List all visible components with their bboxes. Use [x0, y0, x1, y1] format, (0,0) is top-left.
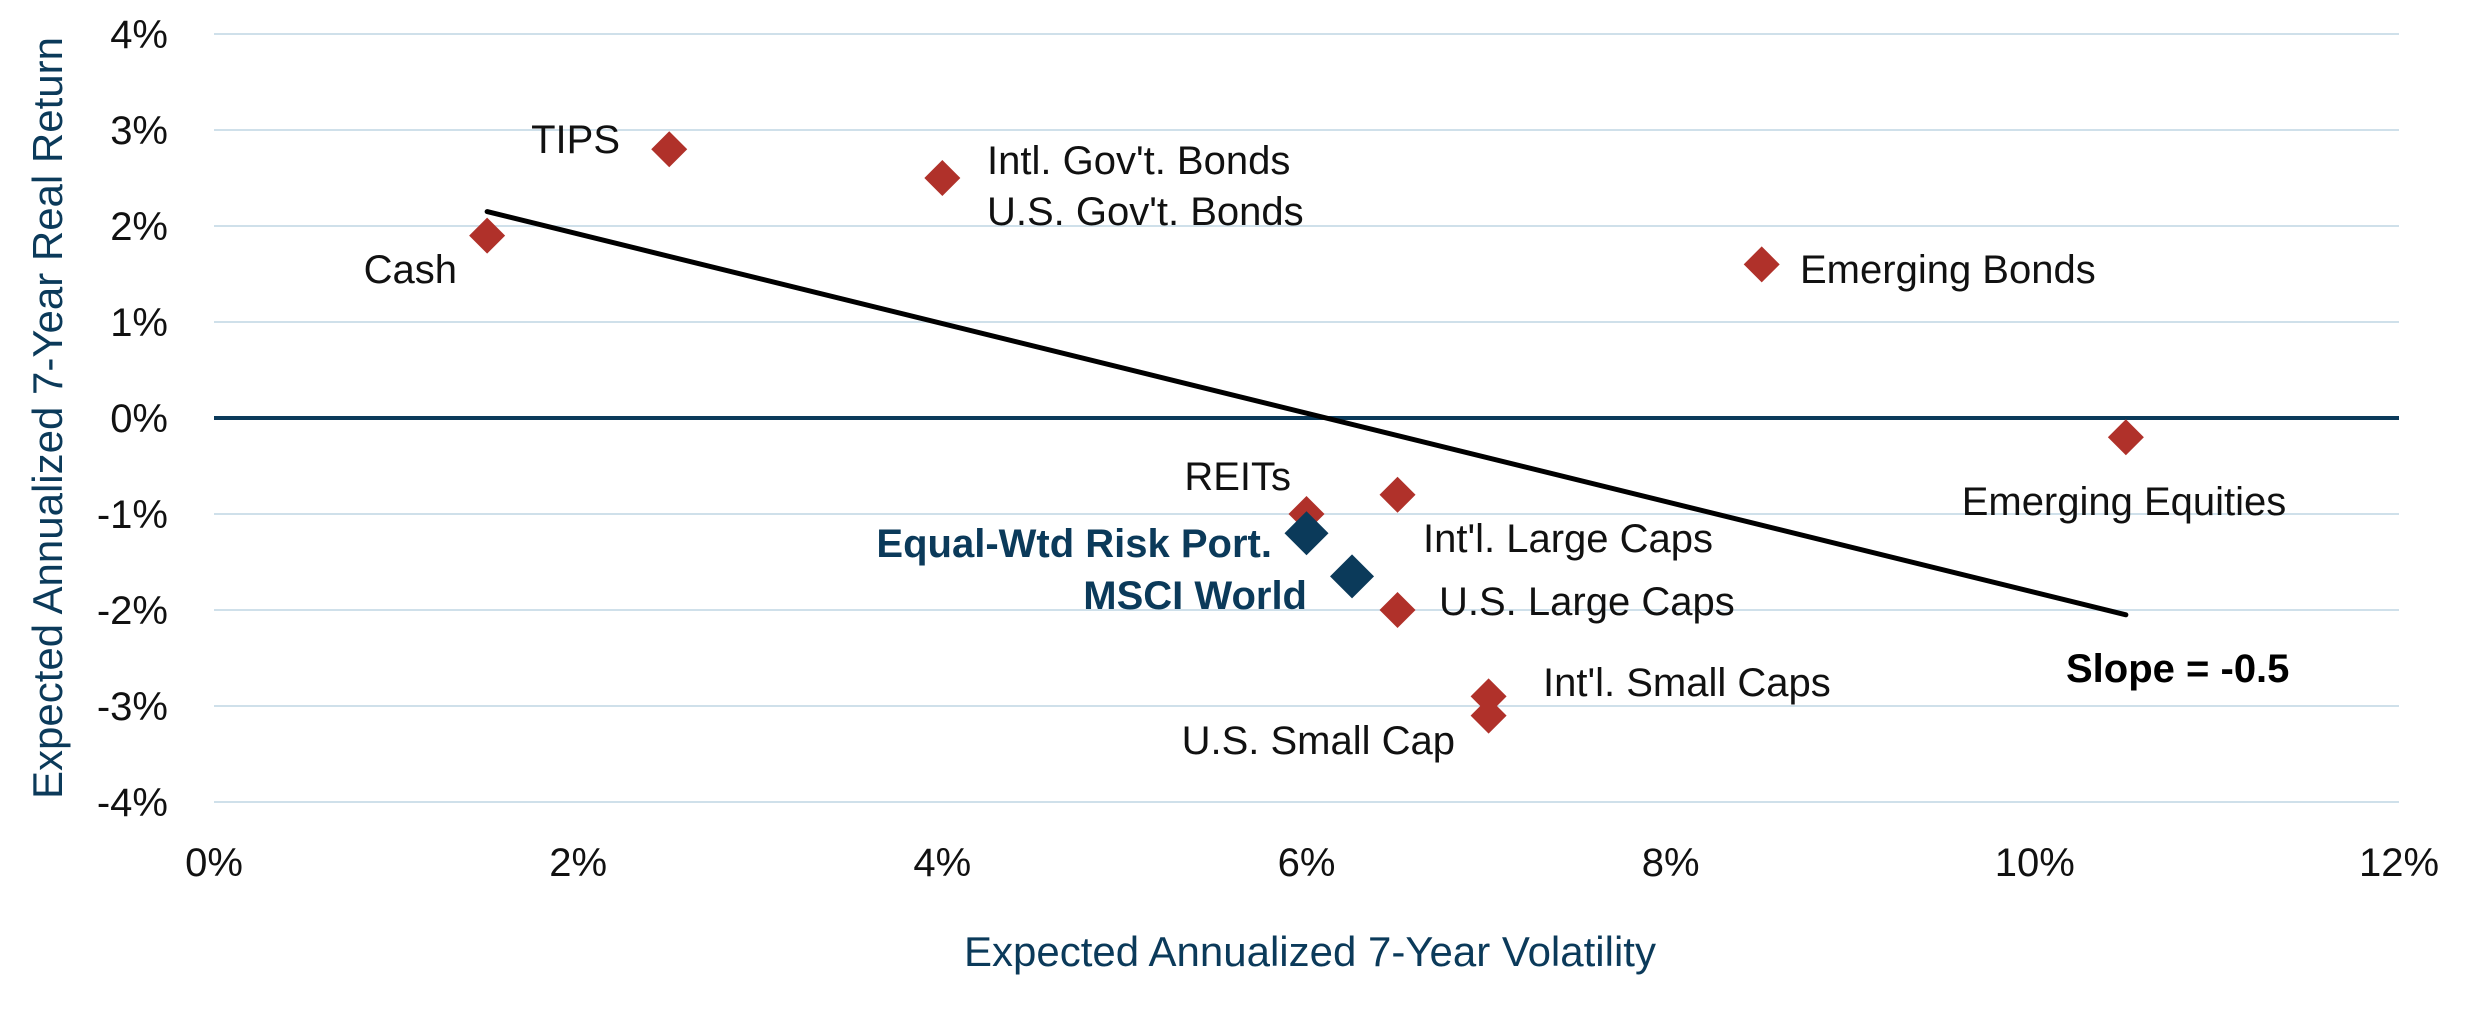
data-point-u-s-large-caps — [1379, 592, 1416, 628]
data-point-intl-gov-t-bonds-u-s-gov-t-bonds — [924, 160, 961, 196]
data-point-emerging-equities — [2107, 419, 2144, 456]
data-point-equal-wtd-risk-port — [1284, 511, 1329, 556]
y-tick-label: -1% — [97, 493, 168, 537]
label-emerging-equities: Emerging Equities — [1962, 480, 2287, 524]
label-msci-world: MSCI World — [1083, 574, 1307, 618]
x-tick-label: 6% — [1278, 841, 1336, 885]
y-tick-label: 2% — [110, 205, 168, 249]
label-reits: REITs — [1184, 455, 1291, 499]
y-tick-labels: 4% 3% 2% 1% 0% -1% -2% -3% -4% — [97, 13, 168, 825]
label-equal-wtd-risk-port: Equal-Wtd Risk Port. — [876, 522, 1272, 566]
label-tips: TIPS — [531, 118, 620, 162]
data-point-cash — [469, 217, 506, 254]
y-tick-label: 3% — [110, 109, 168, 153]
label-intl-large-caps: Int'l. Large Caps — [1423, 517, 1713, 561]
data-point-int-l-large-caps — [1379, 476, 1416, 513]
y-tick-label: 4% — [110, 13, 168, 57]
x-tick-label: 12% — [2359, 841, 2439, 885]
y-tick-label: 0% — [110, 397, 168, 441]
y-tick-label: -3% — [97, 685, 168, 729]
label-us-govt-bonds: U.S. Gov't. Bonds — [987, 190, 1304, 234]
x-tick-label: 2% — [549, 841, 607, 885]
x-tick-label: 8% — [1642, 841, 1700, 885]
x-axis-title: Expected Annualized 7-Year Volatility — [964, 928, 1656, 975]
y-tick-label: -2% — [97, 589, 168, 633]
label-us-small-cap: U.S. Small Cap — [1182, 719, 1455, 763]
x-tick-label: 10% — [1995, 841, 2075, 885]
y-axis-title: Expected Annualized 7-Year Real Return — [24, 37, 71, 799]
data-point-tips — [651, 131, 688, 168]
regression-line — [484, 209, 2129, 618]
data-point-emerging-bonds — [1743, 246, 1780, 283]
label-emerging-bonds: Emerging Bonds — [1800, 248, 2096, 292]
label-intl-small-caps: Int'l. Small Caps — [1543, 661, 1831, 705]
x-tick-label: 0% — [185, 841, 243, 885]
data-point-msci-world — [1330, 554, 1375, 599]
label-intl-govt-bonds: Intl. Gov't. Bonds — [987, 139, 1290, 183]
label-us-large-caps: U.S. Large Caps — [1439, 580, 1735, 624]
label-cash: Cash — [364, 248, 457, 292]
x-tick-labels: 0% 2% 4% 6% 8% 10% 12% — [185, 841, 2439, 885]
y-tick-label: -4% — [97, 781, 168, 825]
x-tick-label: 4% — [913, 841, 971, 885]
data-point-int-l-small-caps — [1470, 678, 1507, 715]
slope-annotation: Slope = -0.5 — [2066, 647, 2289, 691]
y-tick-label: 1% — [110, 301, 168, 345]
data-point-u-s-small-cap — [1470, 697, 1507, 734]
data-points — [469, 131, 2144, 734]
